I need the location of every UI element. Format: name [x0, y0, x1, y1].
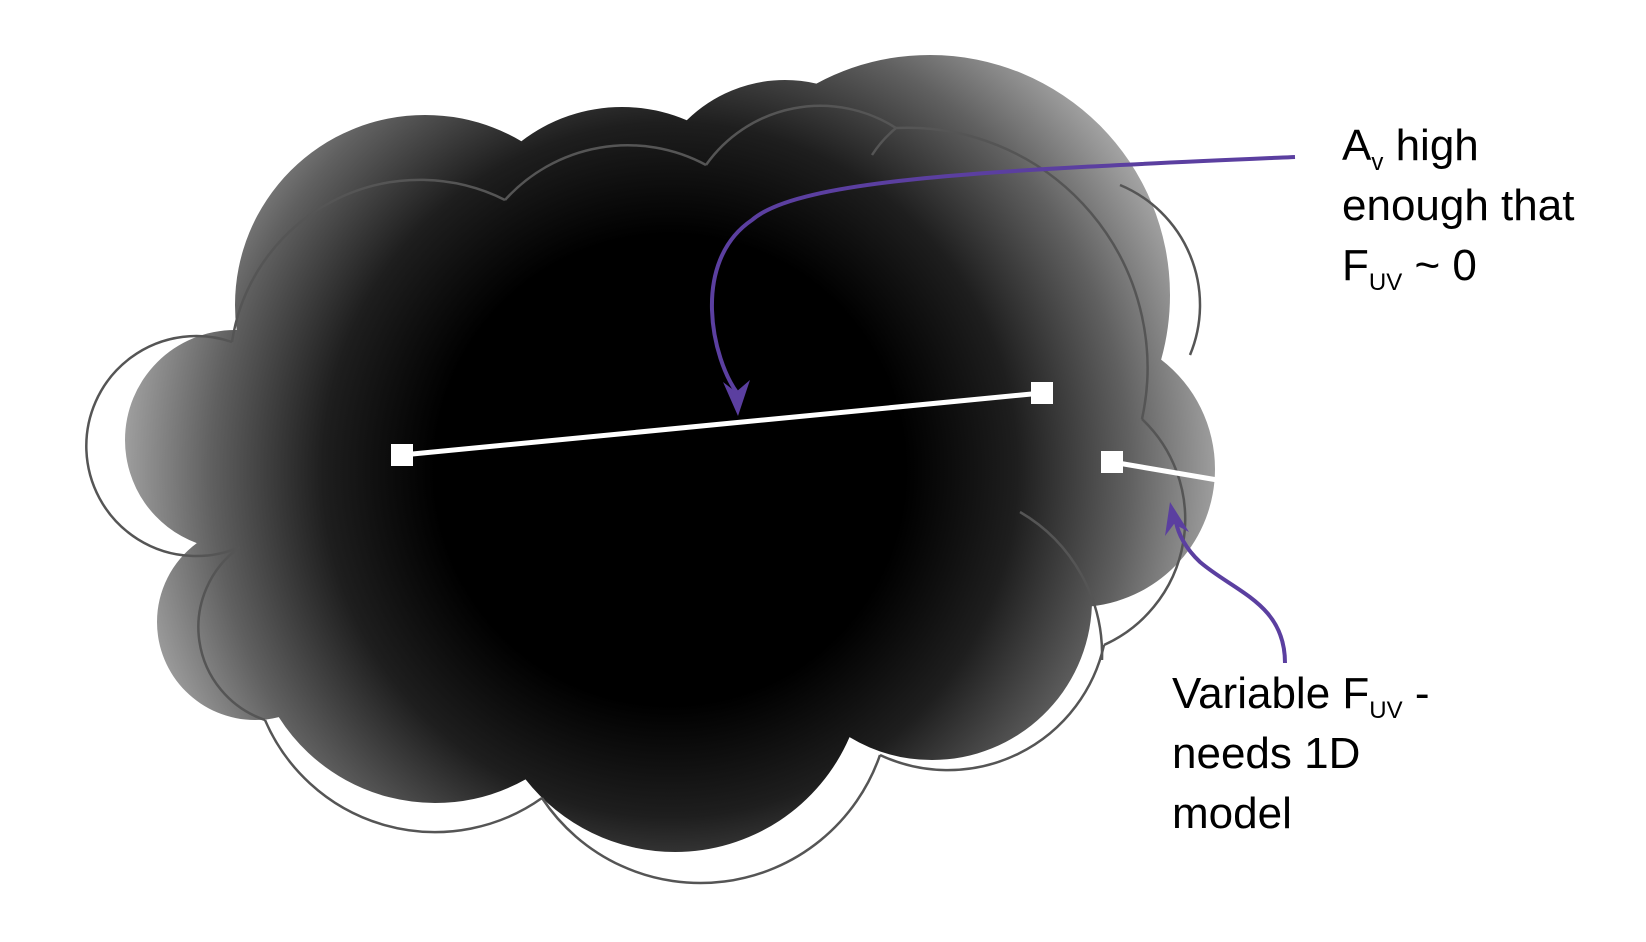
- short-sightline-end-marker: [1230, 473, 1252, 495]
- long-sightline-segment: [401, 390, 1043, 458]
- top-arrow-head: [723, 380, 750, 416]
- long-sightline-end-marker: [1031, 382, 1053, 404]
- long-sightline: [391, 382, 1053, 466]
- annotation-top: Av high enough that FUV ~ 0: [1342, 121, 1574, 296]
- bottom-arrow-line: [1174, 521, 1287, 664]
- long-sightline-start-marker: [391, 444, 413, 466]
- bottom-arrow-head: [1165, 502, 1189, 536]
- top-arrow-line: [709, 155, 1296, 396]
- short-sightline-segment: [1111, 459, 1242, 487]
- annotation-arrows: [709, 155, 1296, 664]
- annotation-top-line3: FUV ~ 0: [1342, 241, 1477, 296]
- annotation-bottom-line3: model: [1172, 789, 1292, 838]
- annotation-bottom: Variable FUV - needs 1D model: [1172, 669, 1430, 838]
- short-sightline: [1101, 451, 1252, 495]
- short-sightline-start-marker: [1101, 451, 1123, 473]
- annotation-top-line2: enough that: [1342, 181, 1574, 230]
- annotation-bottom-line2: needs 1D: [1172, 729, 1360, 778]
- cloud-outline: [85, 104, 1202, 885]
- annotation-bottom-line1: Variable FUV -: [1172, 669, 1430, 724]
- annotation-top-line1: Av high: [1342, 121, 1479, 176]
